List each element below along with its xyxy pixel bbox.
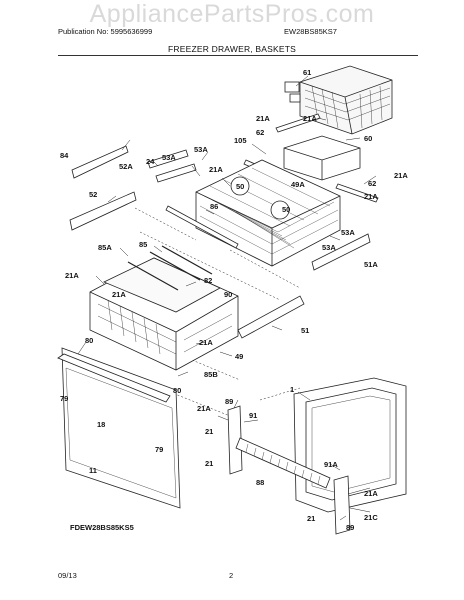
leader-lines (77, 75, 377, 521)
diagram-model-code: FDEW28BS85KS5 (70, 523, 134, 532)
callout-21a: 21A (364, 192, 378, 201)
callout-21a: 21A (256, 114, 270, 123)
callout-79: 79 (60, 394, 69, 403)
callout-86: 86 (210, 202, 219, 211)
drawer-brackets (227, 405, 351, 535)
callout-21a: 21A (364, 489, 378, 498)
callout-80: 80 (173, 386, 182, 395)
callout-21a: 21A (209, 165, 223, 174)
crossbar-88 (235, 437, 331, 489)
footer-date: 09/13 (58, 571, 77, 580)
callout-21: 21 (205, 459, 214, 468)
page-title: FREEZER DRAWER, BASKETS (167, 44, 297, 54)
page-number: 2 (229, 571, 234, 580)
tray-60 (283, 135, 361, 181)
drawer-bin (89, 245, 239, 371)
bar-86 (165, 205, 239, 249)
callout-88: 88 (256, 478, 265, 487)
callout-90: 90 (224, 290, 233, 299)
callout-21a: 21A (65, 271, 79, 280)
callout-62: 62 (256, 128, 265, 137)
callout-21a: 21A (197, 404, 211, 413)
callout-85: 85 (139, 240, 148, 249)
callout-21a: 21A (112, 290, 126, 299)
callout-89: 89 (346, 523, 355, 532)
wire-basket (195, 159, 341, 267)
callout-51: 51 (301, 326, 310, 335)
callout-53a: 53A (194, 145, 208, 154)
left-slide-rails (69, 145, 197, 231)
callout-11: 11 (89, 466, 97, 475)
model-number: EW28BS85KS7 (284, 27, 337, 36)
callout-24: 24 (146, 157, 155, 166)
callout-49: 49 (235, 352, 244, 361)
callout-50: 50 (282, 205, 291, 214)
callout-52a: 52A (119, 162, 133, 171)
callout-53a: 53A (322, 243, 336, 252)
callout-91a: 91A (324, 460, 338, 469)
callout-1: 1 (290, 385, 295, 394)
callout-50: 50 (236, 182, 245, 191)
callout-84: 84 (60, 151, 69, 160)
callout-85b: 85B (204, 370, 218, 379)
publication-number: Publication No: 5995636999 (58, 27, 153, 36)
callout-85a: 85A (98, 243, 112, 252)
callout-79: 79 (155, 445, 164, 454)
watermark: AppliancePartsPros.com (89, 0, 375, 28)
callout-91: 91 (249, 411, 258, 420)
callout-21: 21 (205, 427, 214, 436)
callout-62: 62 (368, 179, 377, 188)
callout-53a: 53A (341, 228, 355, 237)
callout-21c: 21C (364, 513, 378, 522)
callout-21a: 21A (303, 114, 317, 123)
callout-52: 52 (89, 190, 98, 199)
drawer-front-panel (57, 347, 181, 509)
callout-51a: 51A (364, 260, 378, 269)
upper-small-basket (284, 65, 393, 135)
callout-21: 21 (307, 514, 316, 523)
callout-82: 82 (204, 276, 213, 285)
callout-89: 89 (225, 397, 234, 406)
header-rule (58, 55, 418, 56)
callout-53a: 53A (162, 153, 176, 162)
right-slide-rail-upper (311, 233, 371, 271)
callout-21a: 21A (394, 171, 408, 180)
callout-21a: 21A (199, 338, 213, 347)
callout-105: 105 (234, 136, 247, 145)
callout-61: 61 (303, 68, 312, 77)
callout-60: 60 (364, 134, 373, 143)
callout-18: 18 (97, 420, 106, 429)
callout-80: 80 (85, 336, 94, 345)
door-gasket-frame (293, 377, 407, 513)
callout-49a: 49A (291, 180, 305, 189)
right-slide-rail-lower (237, 295, 305, 339)
